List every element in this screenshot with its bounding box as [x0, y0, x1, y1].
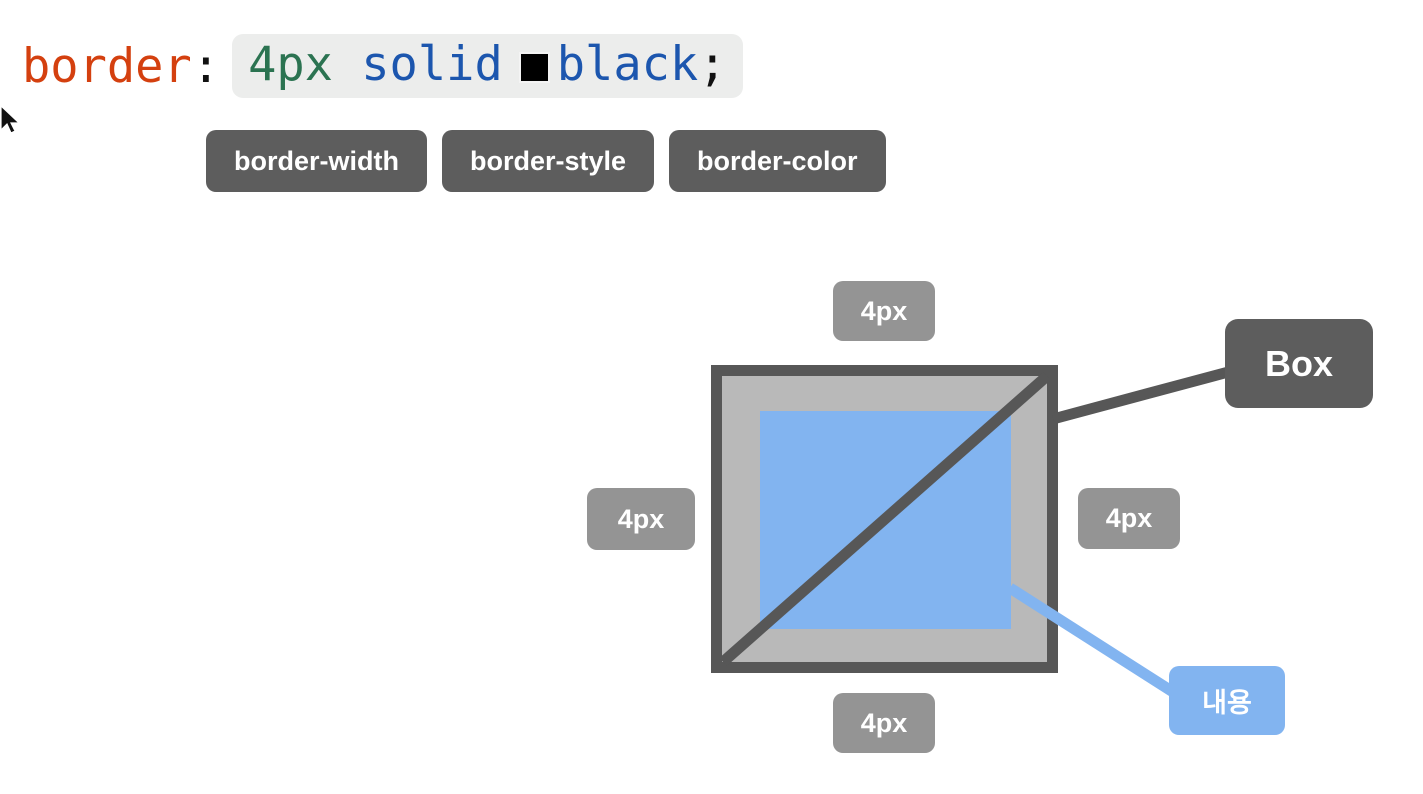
box-label-connector	[1051, 365, 1234, 425]
edge-label-bottom: 4px	[833, 693, 935, 753]
css-declaration: border: 4px solid black;	[22, 22, 743, 110]
css-border-style-value: solid	[361, 36, 503, 92]
edge-label-top: 4px	[833, 281, 935, 341]
css-border-width-value: 4px	[248, 36, 333, 92]
sub-property-chip-row: border-width border-style border-color	[206, 130, 886, 192]
css-border-color-value: black	[556, 36, 699, 92]
chip-border-color[interactable]: border-color	[669, 130, 886, 192]
chip-border-style[interactable]: border-style	[441, 130, 655, 192]
css-colon: :	[191, 38, 221, 94]
css-value-chip: 4px solid black;	[232, 34, 743, 98]
chip-border-width[interactable]: border-width	[206, 130, 427, 192]
css-semicolon: ;	[698, 36, 727, 92]
edge-label-left: 4px	[587, 488, 695, 550]
content-label-badge: 내용	[1169, 666, 1285, 735]
mouse-pointer-icon	[0, 104, 21, 134]
black-color-swatch-icon	[518, 51, 550, 83]
edge-label-right: 4px	[1078, 488, 1180, 549]
css-property-name: border	[22, 38, 192, 94]
box-label-badge: Box	[1225, 319, 1373, 408]
box-content-region	[760, 411, 1011, 629]
